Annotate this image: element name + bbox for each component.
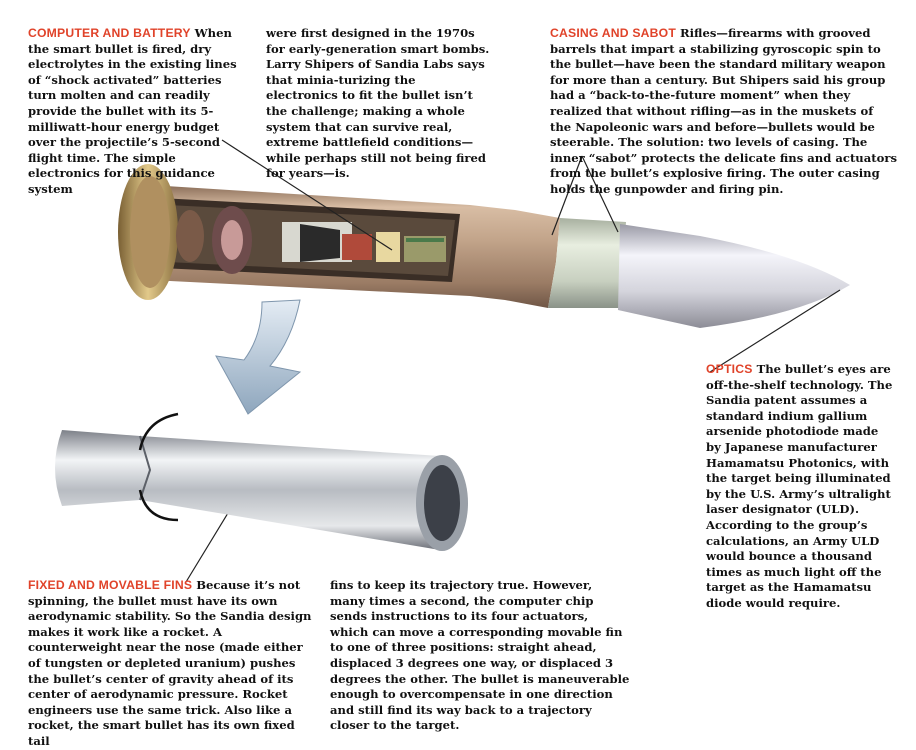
computer-battery-heading: COMPUTER AND BATTERY xyxy=(28,26,191,40)
casing-sabot-text: Rifles—firearms with grooved barrels tha… xyxy=(550,26,897,196)
bullet-tip-optics xyxy=(618,224,850,328)
computer-battery-text1: When the smart bullet is fired, dry elec… xyxy=(28,26,237,196)
fins-block-2: fins to keep its trajectory true. Howeve… xyxy=(330,578,630,734)
fins-text1: Because it’s not spinning, the bullet mu… xyxy=(28,578,312,748)
fins-text2: fins to keep its trajectory true. Howeve… xyxy=(330,578,630,733)
smart-bullet-illustration xyxy=(55,139,850,583)
casing-rim xyxy=(118,164,178,300)
sabot xyxy=(548,218,626,308)
computer-battery-text2: were first designed in the 1970s for ear… xyxy=(266,26,490,181)
fins-heading: FIXED AND MOVABLE FINS xyxy=(28,578,193,592)
optics-heading: OPTICS xyxy=(706,362,753,376)
fin-tube xyxy=(55,430,468,551)
casing-sabot-heading: CASING AND SABOT xyxy=(550,26,676,40)
exploded-view-arrow xyxy=(215,299,302,415)
internal-electronics xyxy=(176,206,446,274)
fin-rotation-arrows xyxy=(138,412,179,522)
optics-text: The bullet’s eyes are off-the-shelf tech… xyxy=(706,362,893,610)
computer-battery-block-2: were first designed in the 1970s for ear… xyxy=(266,26,490,182)
